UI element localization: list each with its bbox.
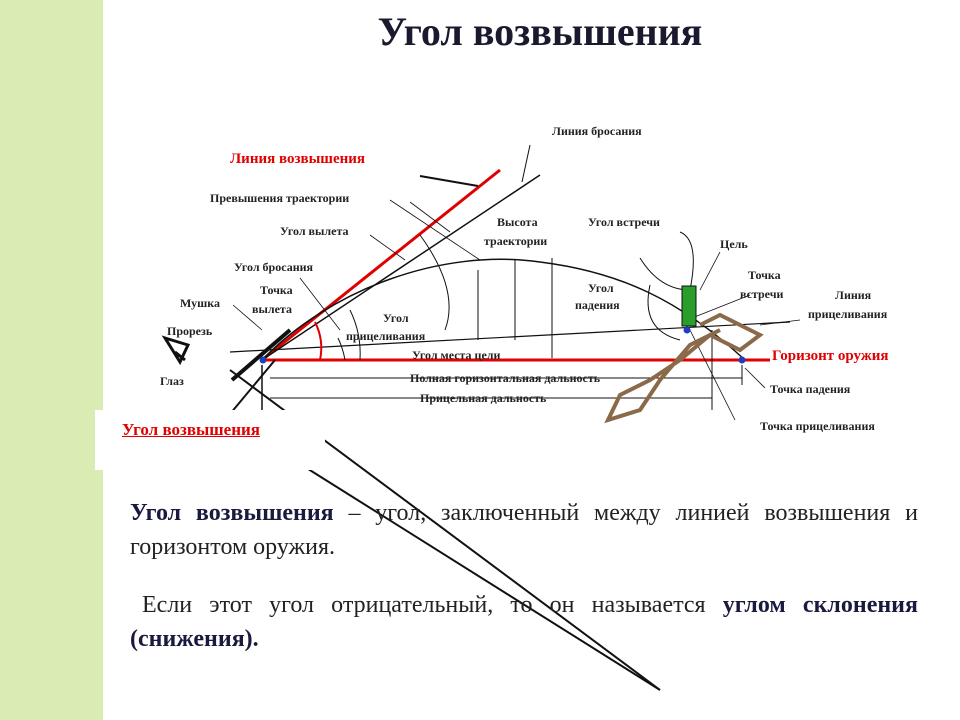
throw-angle-arc: [349, 309, 361, 361]
label-weapon-horizon: Горизонт оружия: [772, 348, 889, 364]
label-eye: Глаз: [160, 374, 184, 388]
label-angle-of-departure: Угол вылета: [280, 224, 349, 238]
label-meeting-point-1: Точка: [748, 268, 781, 282]
declination-end: .: [252, 626, 259, 652]
meeting-angle-arc: [639, 231, 694, 291]
throw-line: [261, 174, 541, 361]
label-departure-point-2: вылета: [252, 302, 292, 316]
leader-excess: [389, 199, 481, 261]
label-target: Цель: [720, 237, 748, 251]
label-target-site-angle: Угол места цели: [412, 348, 501, 362]
meeting-point-dot: [683, 326, 691, 334]
definition-term: Угол возвышения: [130, 500, 334, 526]
page-title: Угол возвышения: [377, 9, 703, 54]
label-point-of-fall: Точка падения: [770, 382, 851, 396]
label-angle-of-fall-2: падения: [575, 298, 620, 312]
rifle-barrel: [230, 328, 292, 382]
leader-throw: [299, 277, 341, 331]
label-front-sight: Мушка: [180, 296, 220, 310]
label-aiming-point: Точка прицеливания: [760, 419, 875, 433]
definition-text: – угол, заключенный между линией возвыше…: [130, 500, 918, 560]
eye-symbol: [161, 335, 191, 366]
leader-front-sight: [232, 304, 263, 331]
trajectory-curve: [261, 258, 746, 361]
leader-meeting: [691, 294, 751, 319]
label-line-of-sight-2: прицеливания: [808, 307, 888, 321]
label-angle-of-throw: Угол бросания: [234, 260, 314, 274]
label-departure-point-1: Точка: [260, 283, 293, 297]
label-trajectory-excess: Превышения траектории: [210, 191, 349, 205]
label-trajectory-height-2: траектории: [484, 234, 547, 248]
line-of-sight: [229, 321, 791, 353]
label-aiming-angle-2: прицеливания: [346, 329, 426, 343]
elevation-angle-arc: [314, 321, 323, 361]
label-meeting-point-2: встречи: [740, 287, 783, 301]
decorative-side-band: [0, 0, 103, 720]
line-of-throw-leader: [521, 144, 531, 183]
fall-angle-arc: [647, 284, 681, 341]
declination-text: Если этот угол отрицательный, то он назы…: [142, 592, 723, 618]
label-line-of-elevation: Линия возвышения: [230, 151, 365, 167]
definition-paragraph: Угол возвышения – угол, заключенный межд…: [130, 496, 918, 564]
declination-term: углом склонения (снижения): [130, 592, 918, 652]
label-trajectory-height-1: Высота: [497, 215, 538, 229]
label-aiming-angle-1: Угол: [383, 311, 409, 325]
label-rear-sight: Прорезь: [167, 324, 213, 338]
target-marker: [681, 285, 697, 327]
label-angle-of-fall-1: Угол: [588, 281, 614, 295]
declination-paragraph: Если этот угол отрицательный, то он назы…: [130, 588, 918, 656]
fall-point-dot: [738, 356, 746, 364]
label-aiming-range: Прицельная дальность: [420, 391, 547, 405]
frame-line-3: [261, 439, 661, 691]
caption-background: [95, 410, 325, 470]
aiming-angle-arc: [337, 337, 346, 361]
hand-drawn-loop: [604, 312, 764, 424]
label-line-of-throw: Линия бросания: [552, 124, 642, 138]
label-line-of-sight-1: Линия: [835, 288, 872, 302]
label-full-horizontal-range: Полная горизонтальная дальность: [410, 371, 601, 385]
leader-excess-2: [409, 201, 451, 233]
leader-fall-point: [744, 367, 766, 389]
elevation-line: [261, 168, 501, 362]
label-angle-of-meeting: Угол встречи: [588, 215, 660, 229]
diagram-caption: Угол возвышения: [122, 420, 260, 439]
leader-target: [699, 251, 721, 291]
leader-departure: [369, 234, 406, 261]
leader-sight-line: [759, 319, 801, 326]
departure-angle-arc: [419, 234, 450, 331]
departure-point-dot: [259, 356, 267, 364]
elevation-label-leader: [419, 175, 479, 187]
